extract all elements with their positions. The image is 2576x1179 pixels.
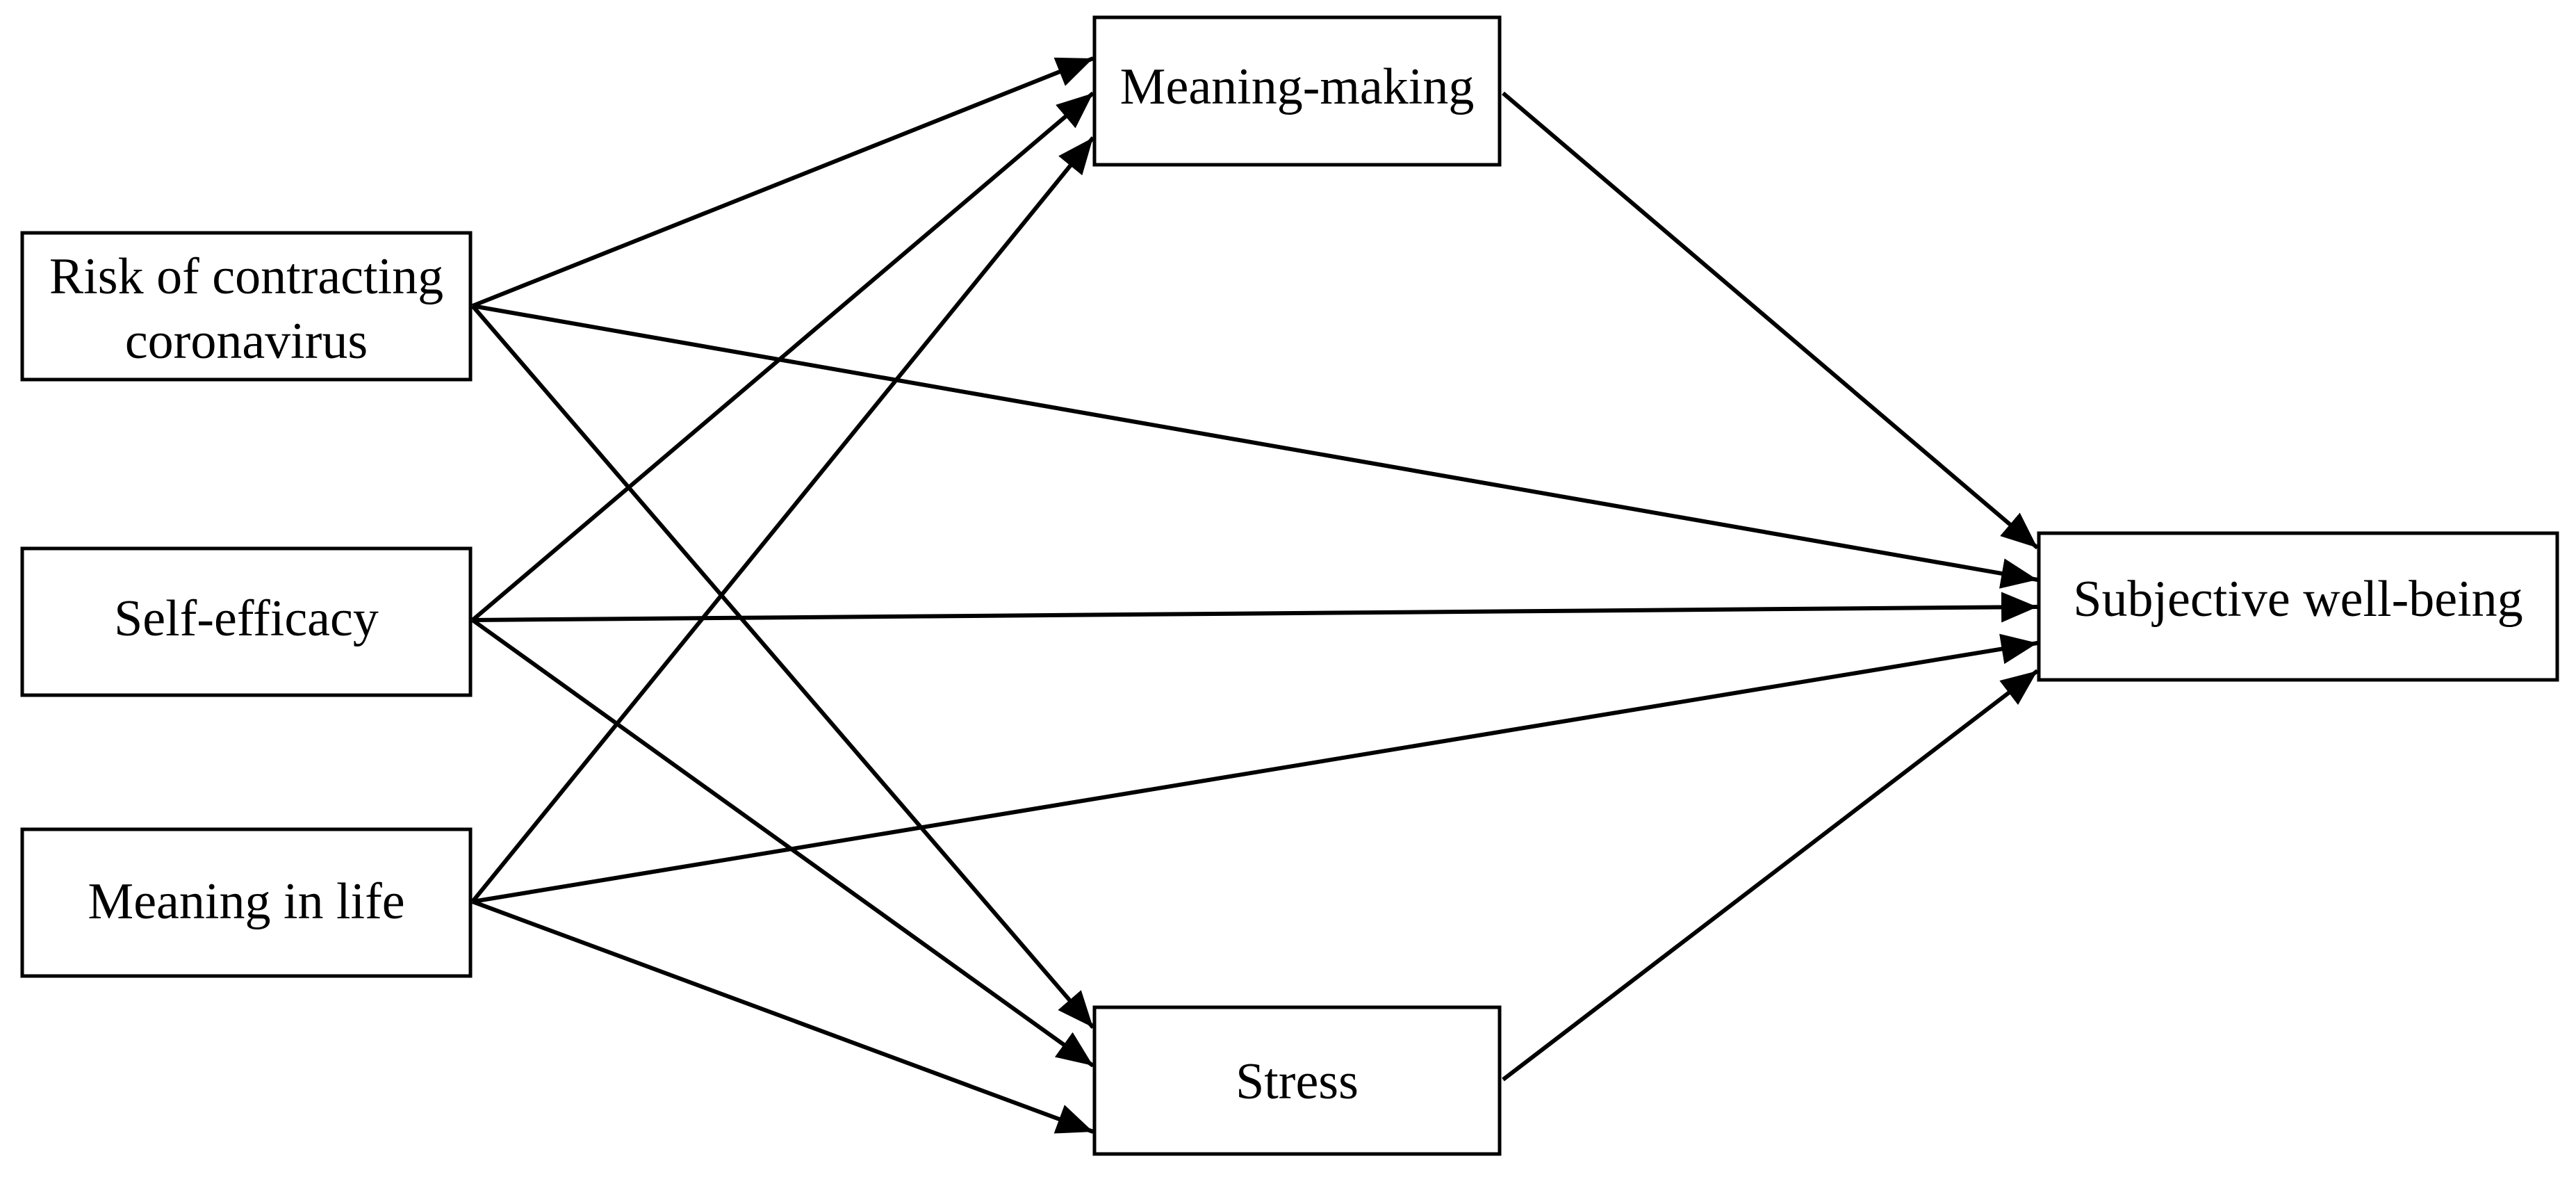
node-stress: Stress (1092, 1005, 1502, 1156)
node-label: Meaning in life (88, 873, 404, 930)
edge-meaning-in-life-to-meaning-making (470, 136, 1095, 903)
node-risk-of-contracting-coronavirus: Risk of contracting coronavirus (20, 231, 473, 382)
edge-risk-to-subjective-well-being (472, 304, 2038, 589)
node-meaning-in-life: Meaning in life (20, 827, 473, 978)
node-box (20, 546, 473, 697)
node-label: Stress (1236, 1053, 1359, 1110)
node-meaning-making: Meaning-making (1092, 15, 1502, 167)
edge-stress-to-subjective-well-being (1502, 669, 2039, 1082)
edge-risk-to-meaning-making (471, 56, 1094, 308)
node-label: Subjective well-being (2073, 571, 2522, 628)
node-box (20, 231, 473, 382)
edge-risk-to-stress (470, 304, 1095, 1029)
node-label: Self-efficacy (114, 590, 379, 647)
node-box (1092, 1005, 1502, 1156)
edge-meaning-in-life-to-subjective-well-being (472, 633, 2038, 904)
edge-meaning-in-life-to-stress (471, 900, 1094, 1134)
nodes-layer: Risk of contracting coronavirus Self-eff… (20, 15, 2559, 1156)
edge-self-efficacy-to-stress (471, 618, 1094, 1068)
node-box (1092, 15, 1502, 167)
node-self-efficacy: Self-efficacy (20, 546, 473, 697)
node-subjective-well-being: Subjective well-being (2037, 531, 2559, 682)
node-box (2037, 531, 2559, 682)
node-label: Meaning-making (1120, 58, 1475, 115)
node-box (20, 827, 473, 978)
edge-meaning-making-to-subjective-well-being (1502, 91, 2039, 550)
node-label-line-2: coronavirus (125, 313, 368, 370)
edge-self-efficacy-to-subjective-well-being (472, 592, 2038, 623)
edge-self-efficacy-to-meaning-making (471, 91, 1094, 622)
edges-layer (470, 56, 2039, 1134)
node-label-line-1: Risk of contracting (49, 248, 443, 305)
